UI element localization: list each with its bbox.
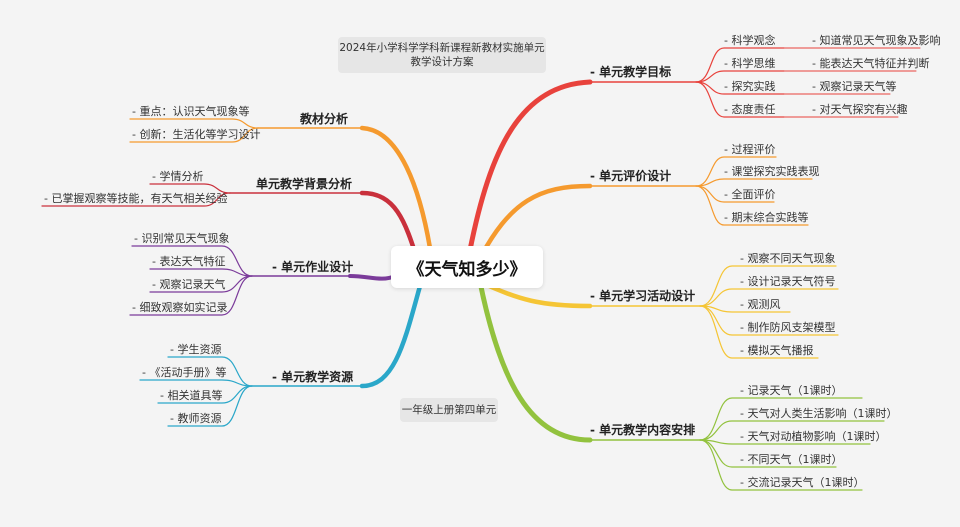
node-resources-1[interactable]: - 学生资源: [170, 343, 222, 356]
branch-content-lines: [477, 279, 885, 491]
node-goals[interactable]: - 单元教学目标: [590, 65, 672, 79]
node-homework-4[interactable]: - 细致观察如实记录: [132, 301, 228, 314]
node-resources[interactable]: - 单元教学资源: [272, 370, 354, 384]
node-background[interactable]: 单元教学背景分析: [256, 177, 353, 191]
node-content-1[interactable]: - 记录天气（1课时）: [740, 384, 843, 397]
node-eval-4[interactable]: - 期末综合实践等: [724, 211, 809, 224]
node-materials-1[interactable]: - 重点：认识天气现象等: [132, 105, 250, 118]
node-homework[interactable]: - 单元作业设计: [272, 260, 354, 274]
node-eval-2[interactable]: - 课堂探究实践表现: [724, 165, 820, 178]
node-activity-5[interactable]: - 模拟天气播报: [740, 344, 814, 357]
node-activities[interactable]: - 单元学习活动设计: [590, 289, 696, 303]
node-goal-2[interactable]: - 科学思维: [724, 57, 776, 70]
node-resources-3[interactable]: - 相关道具等: [160, 389, 223, 402]
node-goal-1[interactable]: - 科学观念: [724, 34, 776, 47]
node-goal-1-detail[interactable]: - 知道常见天气现象及影响: [812, 34, 941, 47]
node-goal-3[interactable]: - 探究实践: [724, 80, 776, 93]
node-eval-3[interactable]: - 全面评价: [724, 188, 776, 201]
node-activity-1[interactable]: - 观察不同天气现象: [740, 252, 836, 265]
node-evaluation[interactable]: - 单元评价设计: [590, 169, 672, 183]
unit-note: 一年级上册第四单元: [400, 398, 498, 422]
node-background-2[interactable]: - 已掌握观察等技能，有天气相关经验: [44, 192, 228, 205]
node-content-3[interactable]: - 天气对动植物影响（1课时）: [740, 430, 887, 443]
branch-evaluation-lines: [475, 156, 813, 265]
branch-materials-lines: [129, 118, 433, 251]
node-homework-1[interactable]: - 识别常见天气现象: [134, 232, 230, 245]
node-content-5[interactable]: - 交流记录天气（1课时）: [740, 476, 865, 489]
central-topic[interactable]: 《天气知多少》: [391, 246, 543, 288]
node-activity-3[interactable]: - 观测风: [740, 298, 781, 311]
node-goal-4[interactable]: - 态度责任: [724, 103, 776, 116]
node-goal-4-detail[interactable]: - 对天气探究有兴趣: [812, 103, 908, 116]
node-resources-4[interactable]: - 教师资源: [170, 412, 222, 425]
branch-goals-lines: [467, 47, 921, 253]
node-background-1[interactable]: - 学情分析: [152, 170, 204, 183]
node-activity-2[interactable]: - 设计记录天气符号: [740, 275, 836, 288]
node-activity-4[interactable]: - 制作防风支架模型: [740, 321, 836, 334]
node-materials[interactable]: 教材分析: [300, 112, 349, 126]
branch-resources-lines: [139, 283, 423, 427]
node-resources-2[interactable]: - 《活动手册》等: [142, 366, 227, 379]
node-materials-2[interactable]: - 创新：生活化等学习设计: [132, 128, 261, 141]
node-content[interactable]: - 单元教学内容安排: [590, 423, 696, 437]
node-eval-1[interactable]: - 过程评价: [724, 143, 776, 156]
node-homework-2[interactable]: - 表达天气特征: [152, 255, 226, 268]
node-content-4[interactable]: - 不同天气（1课时）: [740, 453, 843, 466]
node-content-2[interactable]: - 天气对人类生活影响（1课时）: [740, 407, 898, 420]
branch-background-lines: [41, 183, 421, 265]
plan-title-note: 2024年小学科学学科新课程新教材实施单元教学设计方案: [338, 37, 546, 73]
node-goal-3-detail[interactable]: - 观察记录天气等: [812, 80, 897, 93]
node-homework-3[interactable]: - 观察记录天气: [152, 278, 226, 291]
node-goal-2-detail[interactable]: - 能表达天气特征并判断: [812, 57, 930, 70]
